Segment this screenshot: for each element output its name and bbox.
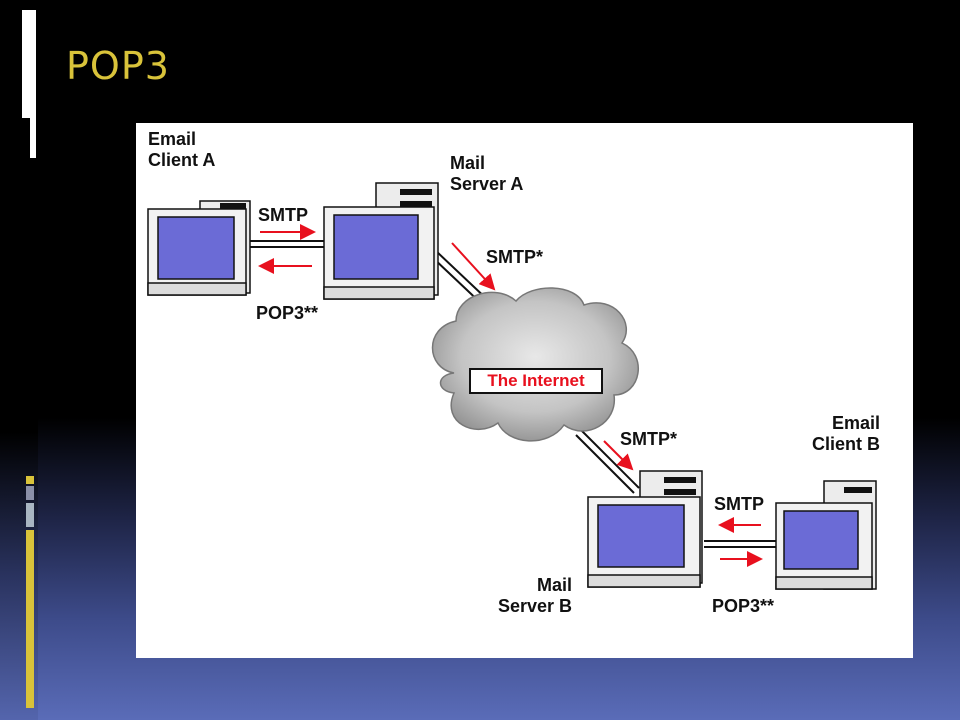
link-internet-server-b <box>575 428 640 494</box>
client-a-label-line1: Email <box>148 129 197 149</box>
decor-square-yellow <box>26 476 34 484</box>
smtp-label-server-a: SMTP* <box>486 247 544 267</box>
diagram-graphics <box>147 182 877 590</box>
client-a-label: Email Client A <box>148 129 215 171</box>
smtp-label-client-a: SMTP <box>258 205 309 225</box>
server-a-label-line1: Mail <box>450 153 486 173</box>
pop3-label-client-b: POP3** <box>712 596 775 616</box>
internet-label-box: The Internet <box>469 368 603 394</box>
link-client-a-server-a <box>246 240 324 248</box>
server-b-computer-icon <box>587 470 703 588</box>
arrow-smtp-internet-to-server-b <box>603 440 634 471</box>
client-b-label: Email Client B <box>796 413 880 455</box>
decor-square-light <box>26 503 34 527</box>
client-b-computer-icon <box>775 480 877 590</box>
smtp-label-server-b: SMTP* <box>620 429 678 449</box>
server-a-label-line2: Server A <box>450 174 524 194</box>
server-b-label-line1: Mail <box>536 575 572 595</box>
smtp-label-client-b: SMTP <box>714 494 765 514</box>
link-server-b-client-b <box>704 540 776 548</box>
arrow-smtp-server-a-to-internet <box>451 242 496 291</box>
client-b-label-line1: Email <box>831 413 880 433</box>
pop3-label-client-a: POP3** <box>256 303 319 323</box>
server-b-label-line2: Server B <box>497 596 572 616</box>
decor-bar-yellow-long <box>26 530 34 708</box>
client-a-computer-icon <box>147 200 251 296</box>
client-a-label-line2: Client A <box>148 150 216 170</box>
decor-bar-top-left-thin <box>30 118 36 158</box>
server-a-label: Mail Server A <box>450 153 523 195</box>
pop3-diagram: Email Client A Mail Server A SMTP POP3**… <box>136 123 913 658</box>
internet-label: The Internet <box>487 371 585 390</box>
server-a-computer-icon <box>323 182 439 300</box>
slide-title: POP3 <box>66 44 170 88</box>
decor-square-gray <box>26 486 34 500</box>
internet-cloud-icon <box>431 287 639 442</box>
decor-bar-top-left <box>22 10 36 118</box>
server-b-label: Mail Server B <box>476 575 572 617</box>
client-b-label-line2: Client B <box>811 434 880 454</box>
